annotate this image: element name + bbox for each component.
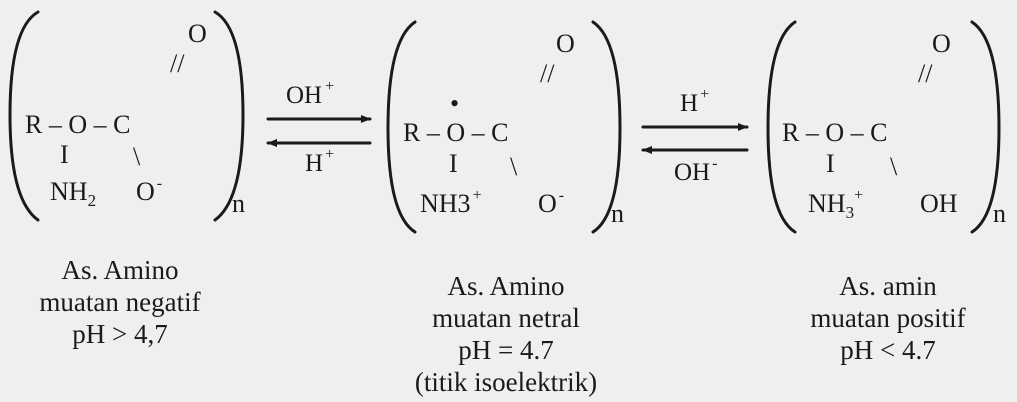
species-1-amine-subscript: 2 <box>88 191 97 210</box>
species-2-oxygen-charge: - <box>559 187 564 204</box>
species-1-bond-down: I <box>60 140 69 169</box>
equilibrium-2-forward-label: H+ <box>680 86 709 117</box>
species-1-repeat-n: n <box>232 189 245 218</box>
caption-2-line-3: pH = 4.7 <box>458 335 554 365</box>
caption-positive-charge: As. amin muatan positif pH < 4.7 <box>798 270 978 366</box>
species-2-structure: O // • R – O – C I \ NH3+ O- n <box>386 20 624 234</box>
species-2-carbonyl-oxygen: O <box>556 29 575 58</box>
species-1-structure: O // R – O – C I \ NH2 O- n <box>8 10 245 222</box>
species-3-amine-charge: + <box>854 187 863 204</box>
species-3-left-bracket <box>766 20 797 234</box>
species-3-structure: O // R – O – C I \ NH3+ OH n <box>766 20 1006 234</box>
species-3-bond-down: I <box>826 149 835 178</box>
caption-3-line-2: muatan positif <box>810 303 966 333</box>
species-2-amine-charge: + <box>473 187 482 204</box>
species-3-carbonyl-oxygen: O <box>932 29 951 58</box>
species-3-bond-diag: \ <box>890 152 898 181</box>
species-2-repeat-n: n <box>611 199 624 228</box>
species-3-amine-base: NH <box>808 189 846 218</box>
caption-2-line-2: muatan netral <box>432 303 580 333</box>
species-2-right-bracket <box>591 20 622 234</box>
equilibrium-1-forward-label: OH+ <box>286 78 334 109</box>
caption-1-line-3: pH > 4,7 <box>72 319 168 349</box>
species-2-amine: NH3+ <box>420 187 482 218</box>
species-3-right-bracket <box>970 20 1001 234</box>
species-2-amine-base: NH3 <box>420 189 471 218</box>
species-2-left-bracket <box>386 20 417 234</box>
caption-3-line-1: As. amin <box>839 271 937 301</box>
caption-3-line-3: pH < 4.7 <box>840 335 936 365</box>
caption-1-line-2: muatan negatif <box>39 287 201 317</box>
caption-2-line-4: (titik isoelektrik) <box>414 367 598 397</box>
species-2-double-bond: // <box>540 59 555 88</box>
species-1-oxygen-base: O <box>136 177 155 206</box>
equilibrium-2: H+ OH- <box>641 86 749 186</box>
species-1-oxygen-charge: - <box>157 175 162 192</box>
species-2-backbone: R – O – C <box>403 118 508 147</box>
caption-neutral-charge: As. Amino muatan netral pH = 4.7 (titik … <box>396 270 616 398</box>
caption-negative-charge: As. Amino muatan negatif pH > 4,7 <box>30 254 210 350</box>
species-1-backbone: R – O – C <box>25 110 130 139</box>
equilibrium-1-reverse-label: H+ <box>305 146 334 177</box>
equilibrium-1: OH+ H+ <box>266 78 372 177</box>
species-3-amine: NH3+ <box>808 187 863 222</box>
species-1-amine: NH2 <box>50 177 96 210</box>
species-2-radical-dot: • <box>450 89 459 118</box>
species-3-hydroxyl: OH <box>920 189 958 218</box>
species-1-amine-base: NH <box>50 177 88 206</box>
species-2-oxygen-base: O <box>538 189 557 218</box>
species-1-left-bracket <box>8 10 40 222</box>
species-3-backbone: R – O – C <box>782 118 887 147</box>
species-1-double-bond: // <box>170 49 185 78</box>
species-2-oxygen: O- <box>538 187 564 218</box>
species-1-carbonyl-oxygen: O <box>188 19 207 48</box>
species-3-repeat-n: n <box>993 199 1006 228</box>
species-1-right-bracket <box>213 10 245 222</box>
caption-2-line-1: As. Amino <box>447 271 565 301</box>
species-1-oxygen: O- <box>136 175 162 206</box>
species-3-double-bond: // <box>918 59 933 88</box>
species-1-bond-diag: \ <box>133 142 141 171</box>
species-3-amine-subscript: 3 <box>846 203 855 222</box>
species-2-bond-down: I <box>449 149 458 178</box>
equilibrium-2-reverse-label: OH- <box>674 155 717 186</box>
caption-1-line-1: As. Amino <box>61 255 179 285</box>
species-2-bond-diag: \ <box>510 152 518 181</box>
